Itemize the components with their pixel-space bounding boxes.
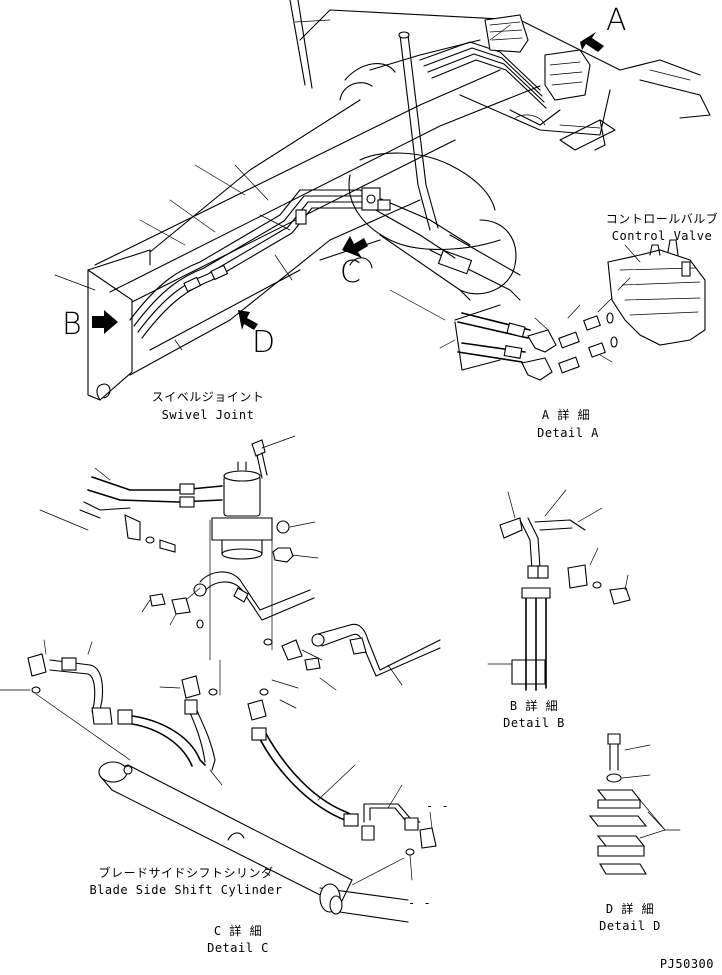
view-letter-d: D — [252, 325, 276, 360]
detail-a-label-jp: A 詳 細 — [541, 408, 591, 422]
detail-b-label-en: Detail B — [503, 716, 565, 730]
view-letter-b: B — [62, 307, 82, 342]
view-letter-a: A — [606, 3, 627, 38]
view-arrow-d — [238, 310, 258, 330]
view-letter-c: C — [340, 255, 361, 290]
view-arrow-a — [580, 32, 604, 52]
swivel-joint-label-jp: スイベルジョイント — [151, 390, 265, 404]
detail-c-label-jp: C 詳 細 — [213, 924, 263, 938]
dash-mark-upper: - - — [426, 799, 450, 813]
dash-mark-lower: - - — [408, 896, 432, 910]
control-valve-label-jp: コントロールバルブ — [605, 212, 719, 226]
view-arrow-c — [342, 236, 368, 258]
detail-b-drawing — [487, 489, 631, 691]
main-assembly — [54, 0, 711, 401]
cylinder-label-en: Blade Side Shift Cylinder — [89, 883, 283, 897]
detail-d-label-jp: D 詳 細 — [605, 902, 655, 916]
control-valve-label-en: Control Valve — [611, 229, 713, 243]
detail-c-label-en: Detail C — [207, 941, 269, 955]
cylinder-label-jp: ブレードサイドシフトシリンダ — [98, 866, 274, 880]
detail-a-drawing — [439, 239, 706, 381]
detail-d-drawing — [588, 733, 681, 875]
detail-c-drawing — [0, 435, 441, 923]
drawing-number: PJ50300 — [659, 957, 714, 971]
swivel-joint-label-en: Swivel Joint — [161, 408, 255, 422]
view-arrow-b — [92, 310, 118, 334]
detail-d-label-en: Detail D — [599, 919, 661, 933]
detail-b-label-jp: B 詳 細 — [509, 699, 559, 713]
detail-a-label-en: Detail A — [537, 426, 599, 440]
